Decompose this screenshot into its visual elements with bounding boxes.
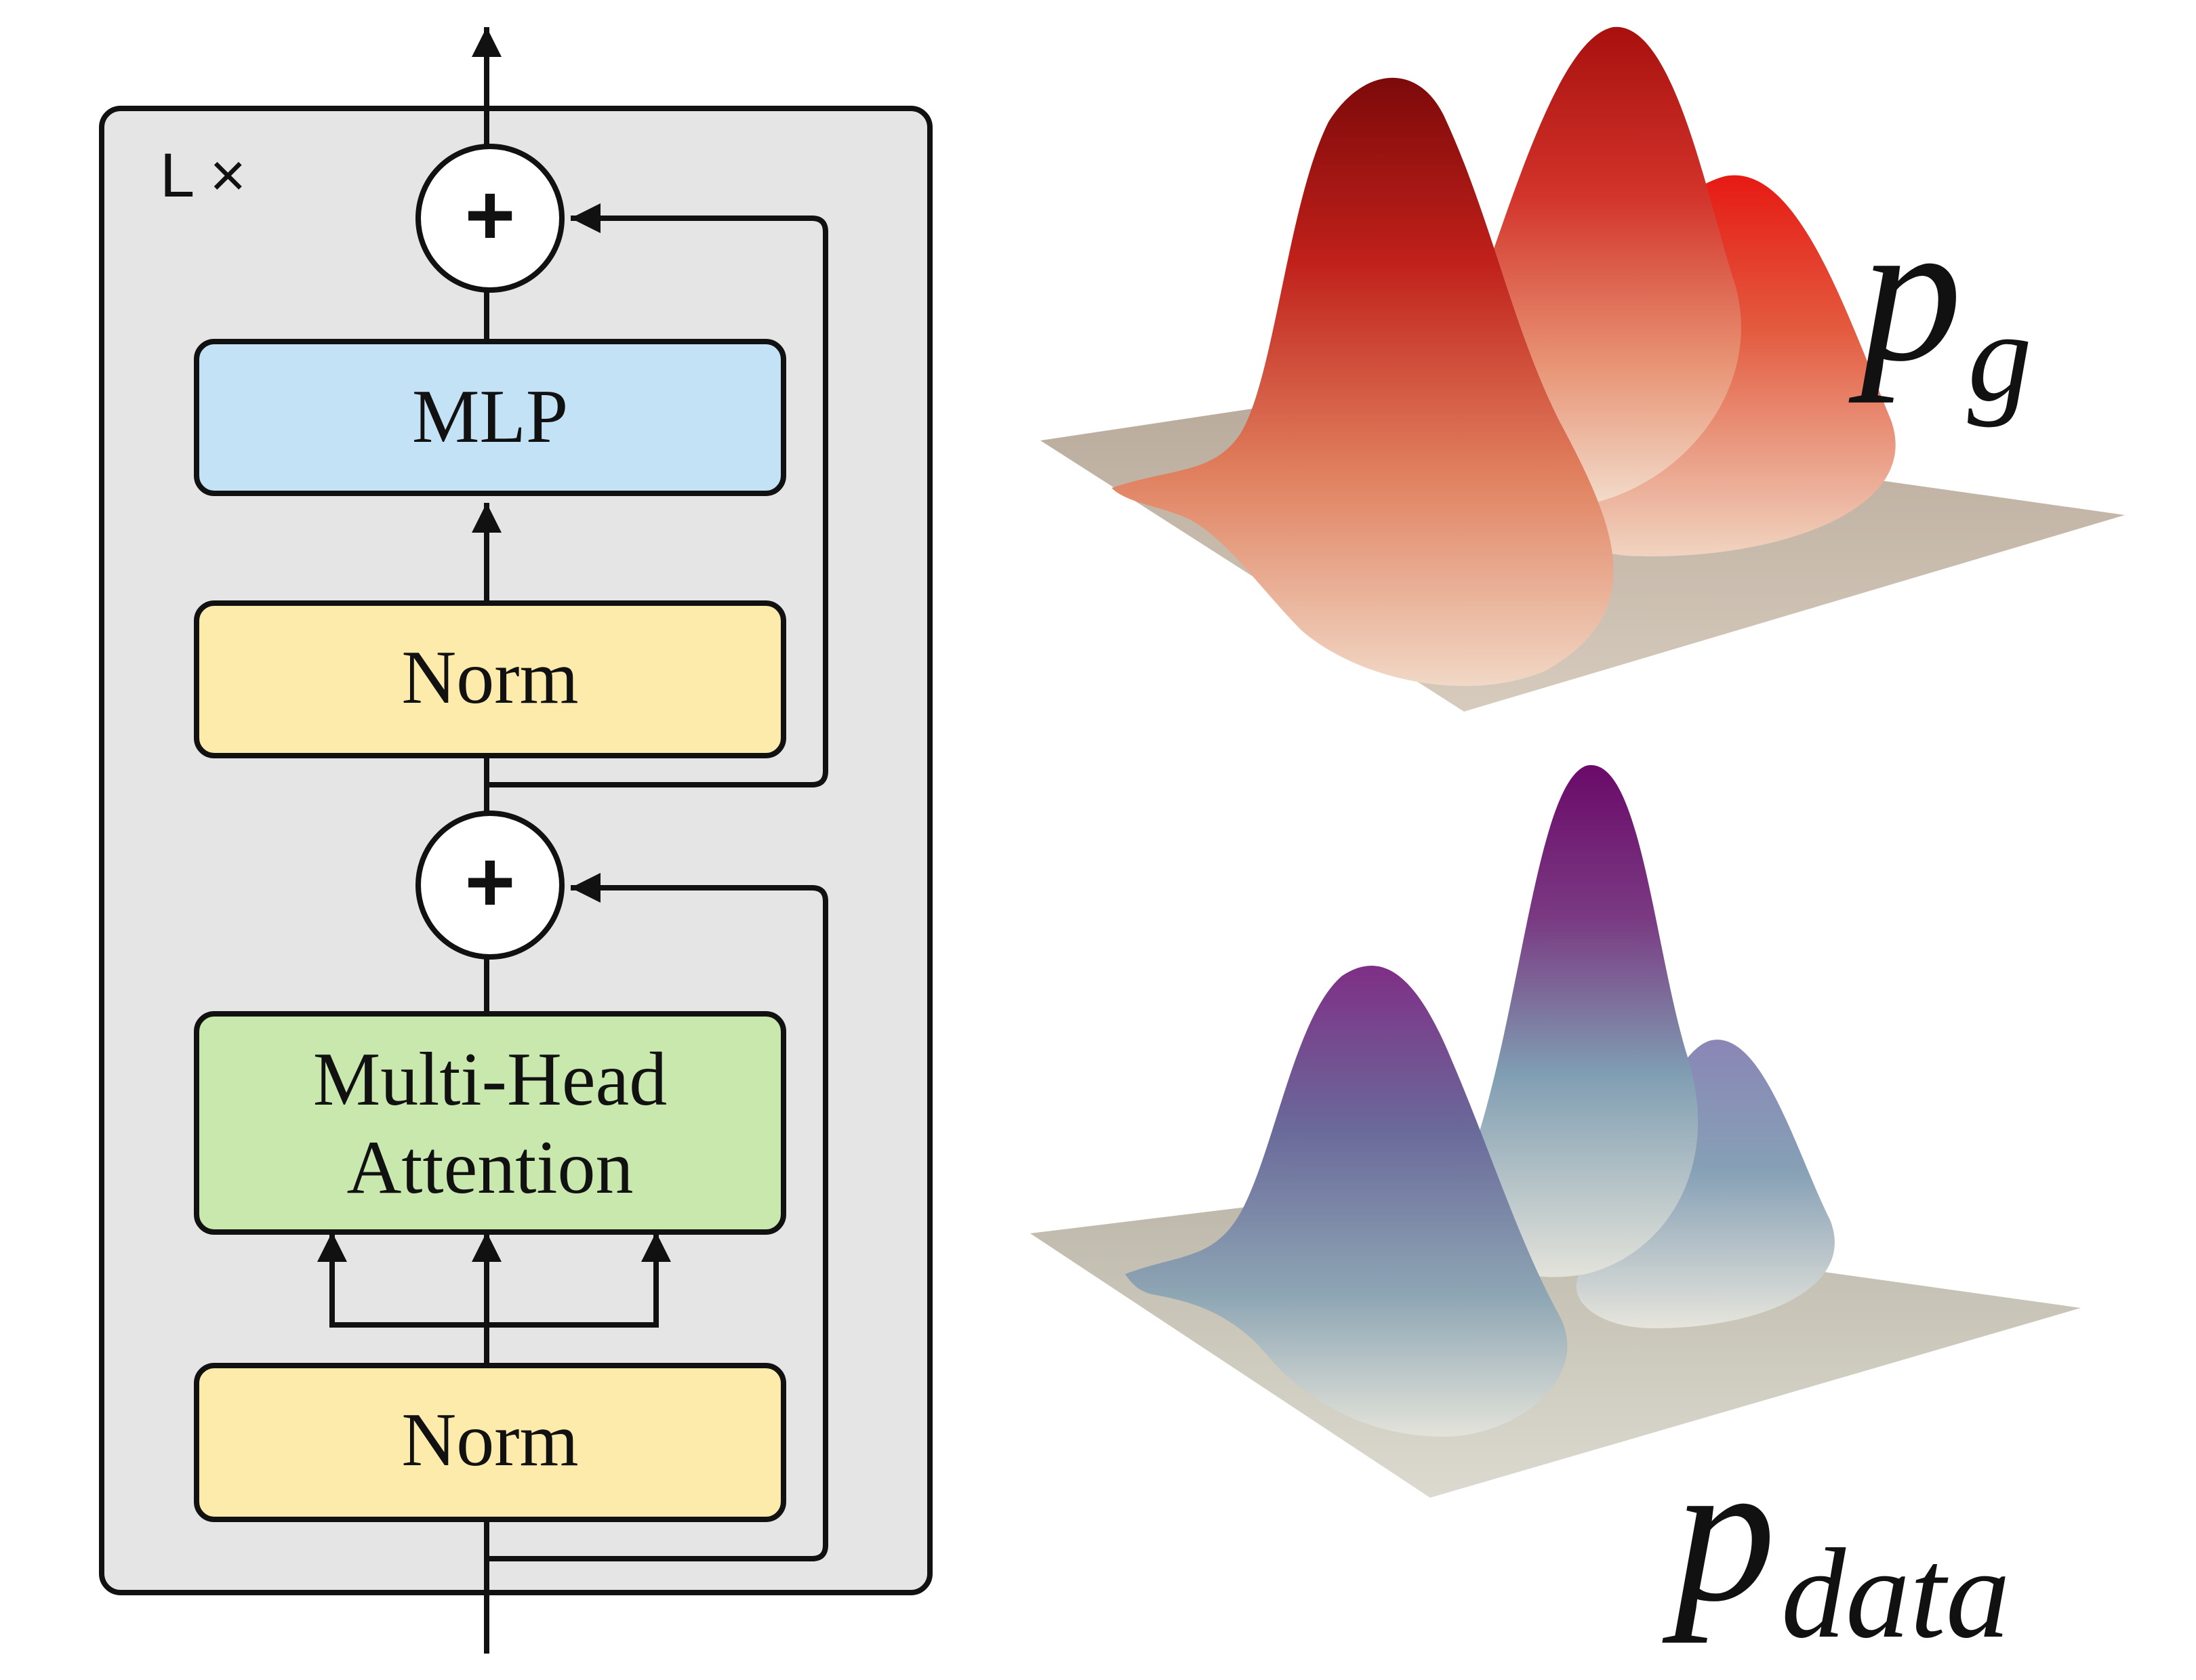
mlp-label: MLP	[412, 375, 568, 459]
attention-label-line2: Attention	[346, 1126, 633, 1210]
data-subscript: data	[1781, 1523, 2010, 1665]
transformer-block: L × Norm Multi-Head Attention + Norm	[99, 27, 933, 1654]
mlp-box	[194, 339, 786, 496]
generated-distribution-surface	[1040, 26, 2125, 712]
residual-mlp	[487, 203, 828, 787]
attention-box	[194, 1011, 786, 1235]
data-peak-left-front	[1125, 966, 1568, 1437]
generated-peak-left-front	[1112, 77, 1614, 687]
norm-top-box	[194, 600, 786, 758]
repeat-label: L ×	[160, 141, 246, 210]
data-distribution-surface	[1030, 765, 2081, 1498]
plus-circle-icon: +	[415, 811, 565, 960]
data-symbol: pdata	[1661, 1418, 2010, 1665]
data-peak-middle	[1453, 765, 1699, 1277]
data-peak-right-back	[1576, 1040, 1835, 1328]
norm-top-label: Norm	[401, 636, 578, 720]
norm-bottom-box	[194, 1363, 786, 1522]
plus-circle-icon: +	[415, 144, 565, 293]
residual-attention	[487, 873, 828, 1561]
attention-label-line1: Multi-Head	[313, 1038, 668, 1122]
add-upper-symbol: +	[465, 167, 516, 264]
generated-symbol: pg	[1848, 178, 2032, 428]
norm-bottom-label: Norm	[401, 1398, 578, 1482]
generated-subscript: g	[1968, 286, 2032, 428]
add-lower-symbol: +	[465, 834, 516, 930]
